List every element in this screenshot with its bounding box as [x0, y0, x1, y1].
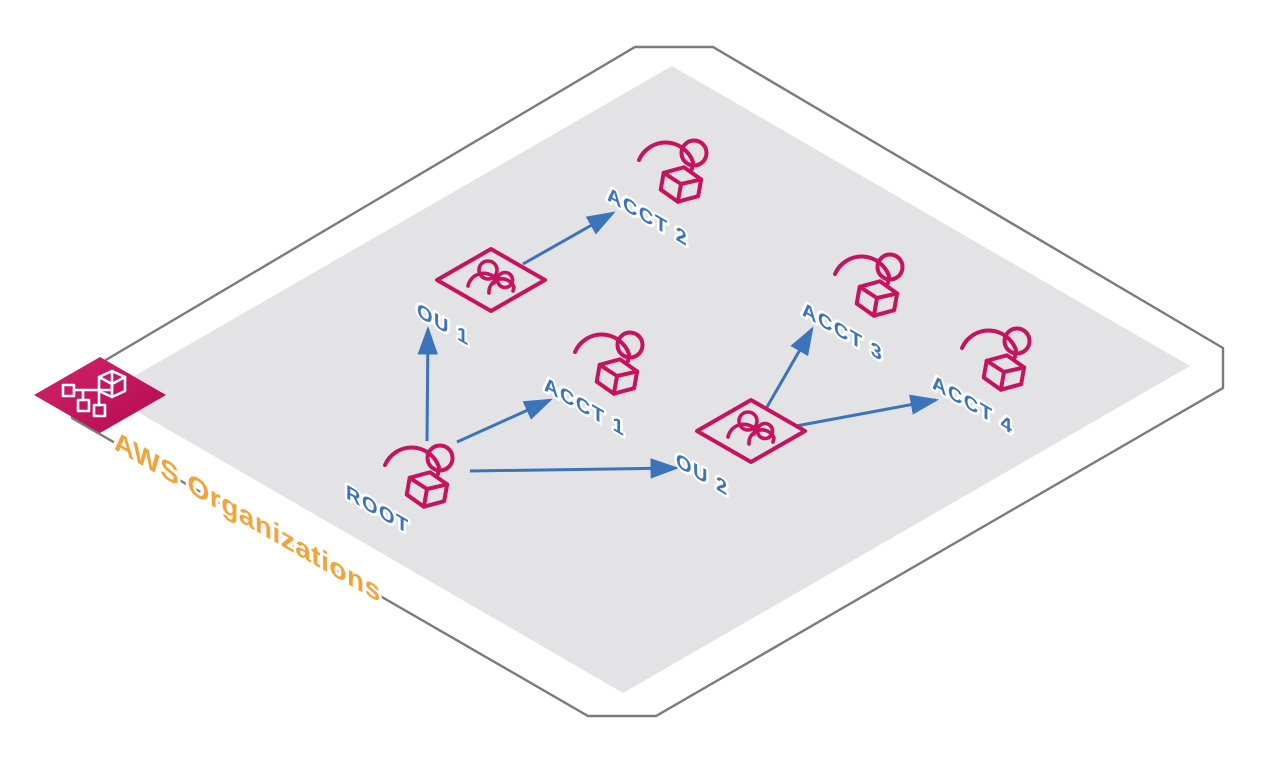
account-icon	[383, 443, 455, 509]
connector-ou2-to-acct4[interactable]	[795, 394, 939, 428]
cube-icon	[658, 165, 704, 204]
connector-root-to-ou2[interactable]	[469, 458, 679, 479]
connector-ou1-to-acct2[interactable]	[522, 211, 616, 266]
organizational-unit-icon	[695, 398, 807, 464]
org-chart-glyph	[61, 369, 127, 418]
account-icon	[573, 330, 645, 396]
cube-icon	[981, 353, 1027, 392]
cube-icon	[594, 357, 640, 396]
connector-root-to-acct1[interactable]	[456, 398, 553, 444]
org-connector-lines	[72, 369, 114, 407]
connectors	[417, 211, 939, 479]
aws-organizations-icon[interactable]	[34, 357, 166, 433]
organizational-unit-icon	[435, 247, 547, 313]
users-glyph	[726, 410, 776, 446]
account-icon	[637, 138, 709, 204]
users-glyph	[466, 259, 516, 295]
connector-root-to-ou1[interactable]	[417, 326, 438, 442]
cube-icon	[404, 470, 450, 509]
connector-ou2-to-acct3[interactable]	[765, 326, 814, 408]
iso-plane	[105, 66, 1190, 693]
account-icon	[833, 252, 905, 318]
cube-icon	[854, 279, 900, 318]
account-icon	[960, 326, 1032, 392]
